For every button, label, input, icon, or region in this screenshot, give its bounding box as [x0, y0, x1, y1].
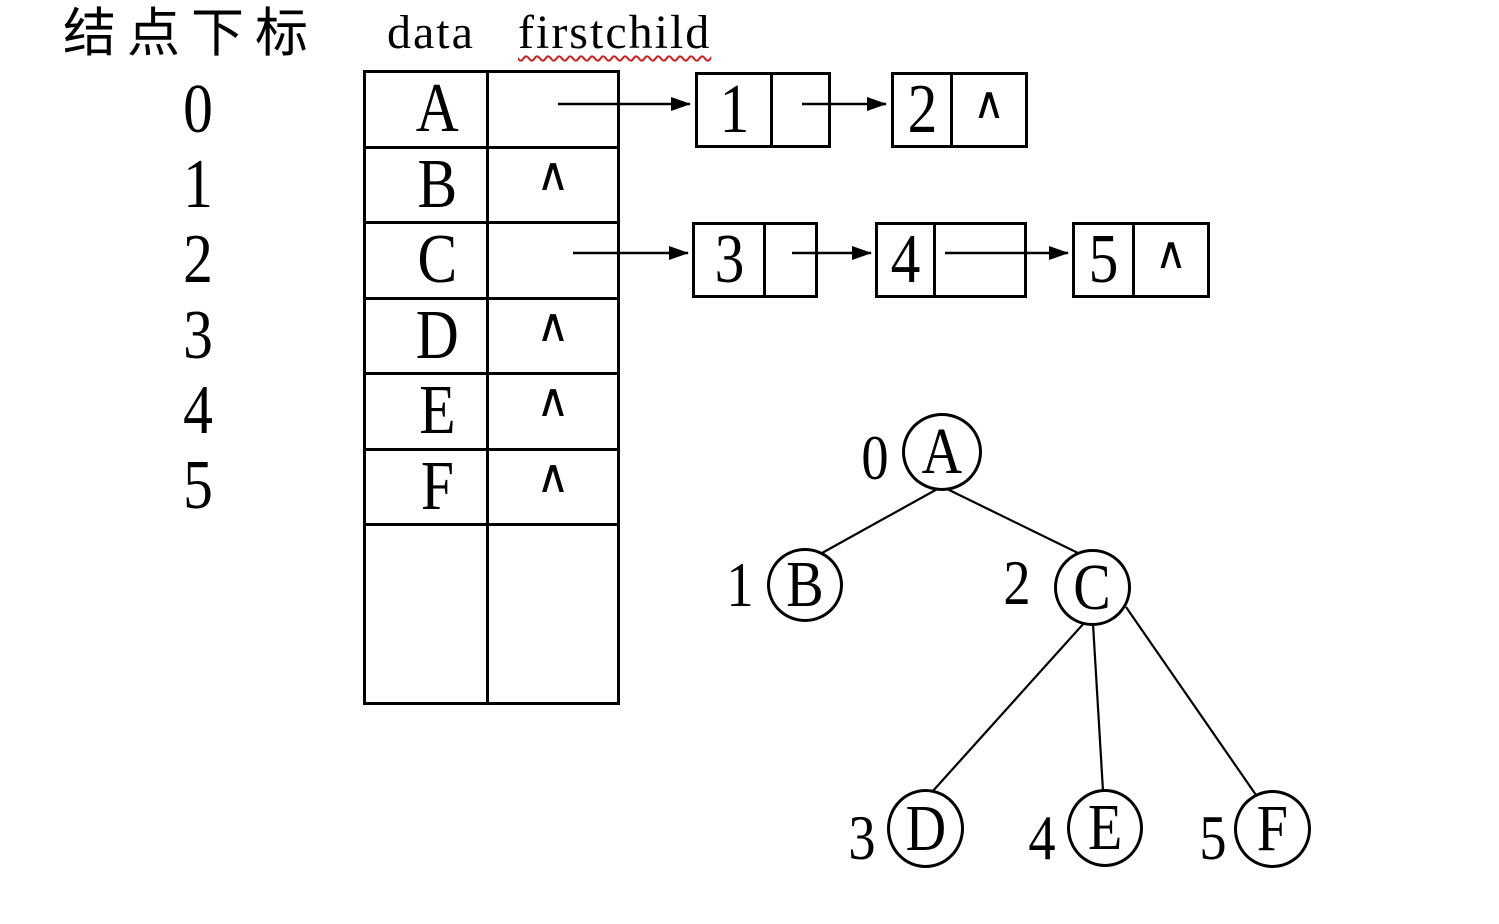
list-node: 5 ∧ — [1072, 221, 1210, 298]
firstchild-cell: ∧ — [536, 148, 570, 200]
null-pointer-cell: ∧ — [972, 78, 1006, 128]
next-pointer-cell — [766, 225, 815, 295]
data-cell: A — [366, 70, 489, 147]
null-pointer-cell: ∧ — [1154, 228, 1188, 278]
row-index-0: 0 — [183, 71, 213, 148]
tree-edge-A-C — [942, 486, 1079, 554]
tree-node-index-E: 4 — [1028, 802, 1056, 873]
data-cell-empty — [366, 526, 489, 702]
table-row: F ∧ — [366, 448, 617, 526]
table-row-empty — [366, 526, 617, 702]
data-cell: C — [366, 221, 489, 298]
tree-node-index-F: 5 — [1199, 802, 1227, 873]
tree-node-F: F — [1234, 790, 1311, 868]
firstchild-cell-empty — [489, 526, 617, 702]
firstchild-cell — [489, 224, 617, 297]
tree-edge-C-D — [931, 621, 1086, 793]
firstchild-cell: ∧ — [536, 450, 570, 502]
tree-node-index-B: 1 — [726, 549, 754, 620]
table-row: B ∧ — [366, 146, 617, 224]
list-node: 2 ∧ — [891, 71, 1028, 148]
tree-node-E: E — [1067, 789, 1143, 867]
data-column-header: data — [387, 6, 475, 59]
child-array-table: A B ∧ C D ∧ E ∧ F ∧ — [363, 70, 620, 705]
row-index-3: 3 — [183, 297, 213, 374]
next-pointer-cell — [936, 225, 1024, 295]
child-index-cell: 3 — [695, 221, 766, 298]
firstchild-column-header: firstchild — [518, 6, 712, 59]
next-pointer-cell — [773, 75, 828, 145]
tree-node-D: D — [887, 789, 964, 868]
data-cell: F — [366, 448, 489, 525]
tree-node-index-D: 3 — [848, 802, 876, 873]
tree-node-B: B — [767, 548, 843, 622]
child-index-cell: 2 — [894, 71, 953, 148]
firstchild-cell: ∧ — [536, 299, 570, 351]
table-row: E ∧ — [366, 372, 617, 451]
row-index-4: 4 — [183, 372, 213, 449]
data-cell: E — [366, 372, 489, 449]
list-node: 4 — [875, 221, 1027, 298]
index-column-header: 结点下标 — [63, 5, 319, 63]
firstchild-cell — [489, 73, 617, 146]
row-index-1: 1 — [183, 146, 213, 223]
tree-edge-C-F — [1125, 606, 1257, 796]
tree-node-index-C: 2 — [1003, 547, 1031, 618]
tree-edge-A-B — [821, 486, 942, 554]
child-index-cell: 5 — [1075, 221, 1135, 298]
table-row: A — [366, 70, 617, 149]
tree-node-A: A — [902, 413, 982, 491]
tree-edge-C-E — [1091, 623, 1105, 792]
list-node: 1 — [695, 71, 831, 148]
tree-node-index-A: 0 — [861, 422, 889, 493]
firstchild-cell: ∧ — [536, 375, 570, 427]
row-index-2: 2 — [183, 221, 213, 298]
data-cell: D — [366, 297, 489, 374]
child-index-cell: 4 — [878, 221, 936, 298]
list-node: 3 — [692, 221, 818, 298]
child-index-cell: 1 — [698, 71, 773, 148]
row-index-5: 5 — [183, 447, 213, 524]
tree-node-C: C — [1054, 549, 1131, 626]
table-row: D ∧ — [366, 297, 617, 375]
table-row: C — [366, 221, 617, 300]
data-cell: B — [366, 146, 489, 223]
